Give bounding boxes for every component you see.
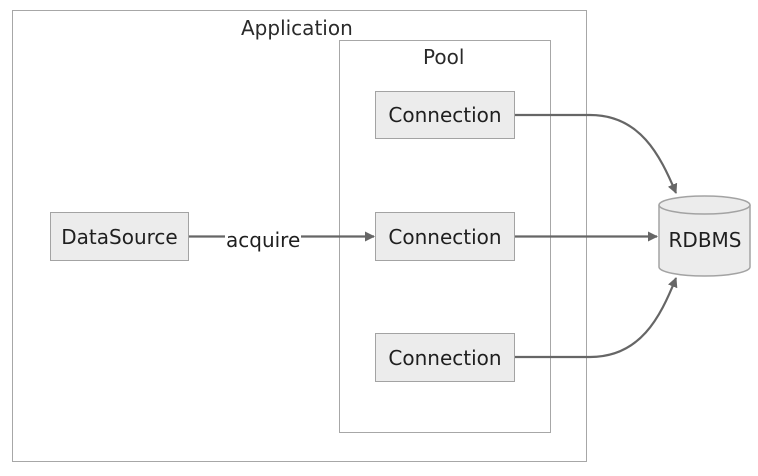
datasource-node: DataSource <box>50 212 189 261</box>
edge-connection-3-to-rdbms <box>515 277 678 359</box>
application-title: Application <box>241 16 353 40</box>
edge-connection-1-to-rdbms <box>515 113 678 194</box>
rdbms-label: RDBMS <box>668 228 742 252</box>
acquire-edge-label: acquire <box>225 228 302 252</box>
connection-node-2: Connection <box>375 212 515 261</box>
rdbms-cylinder <box>658 195 751 277</box>
connection-node-1: Connection <box>375 91 515 139</box>
pool-title: Pool <box>423 45 465 69</box>
connection-node-3: Connection <box>375 333 515 382</box>
